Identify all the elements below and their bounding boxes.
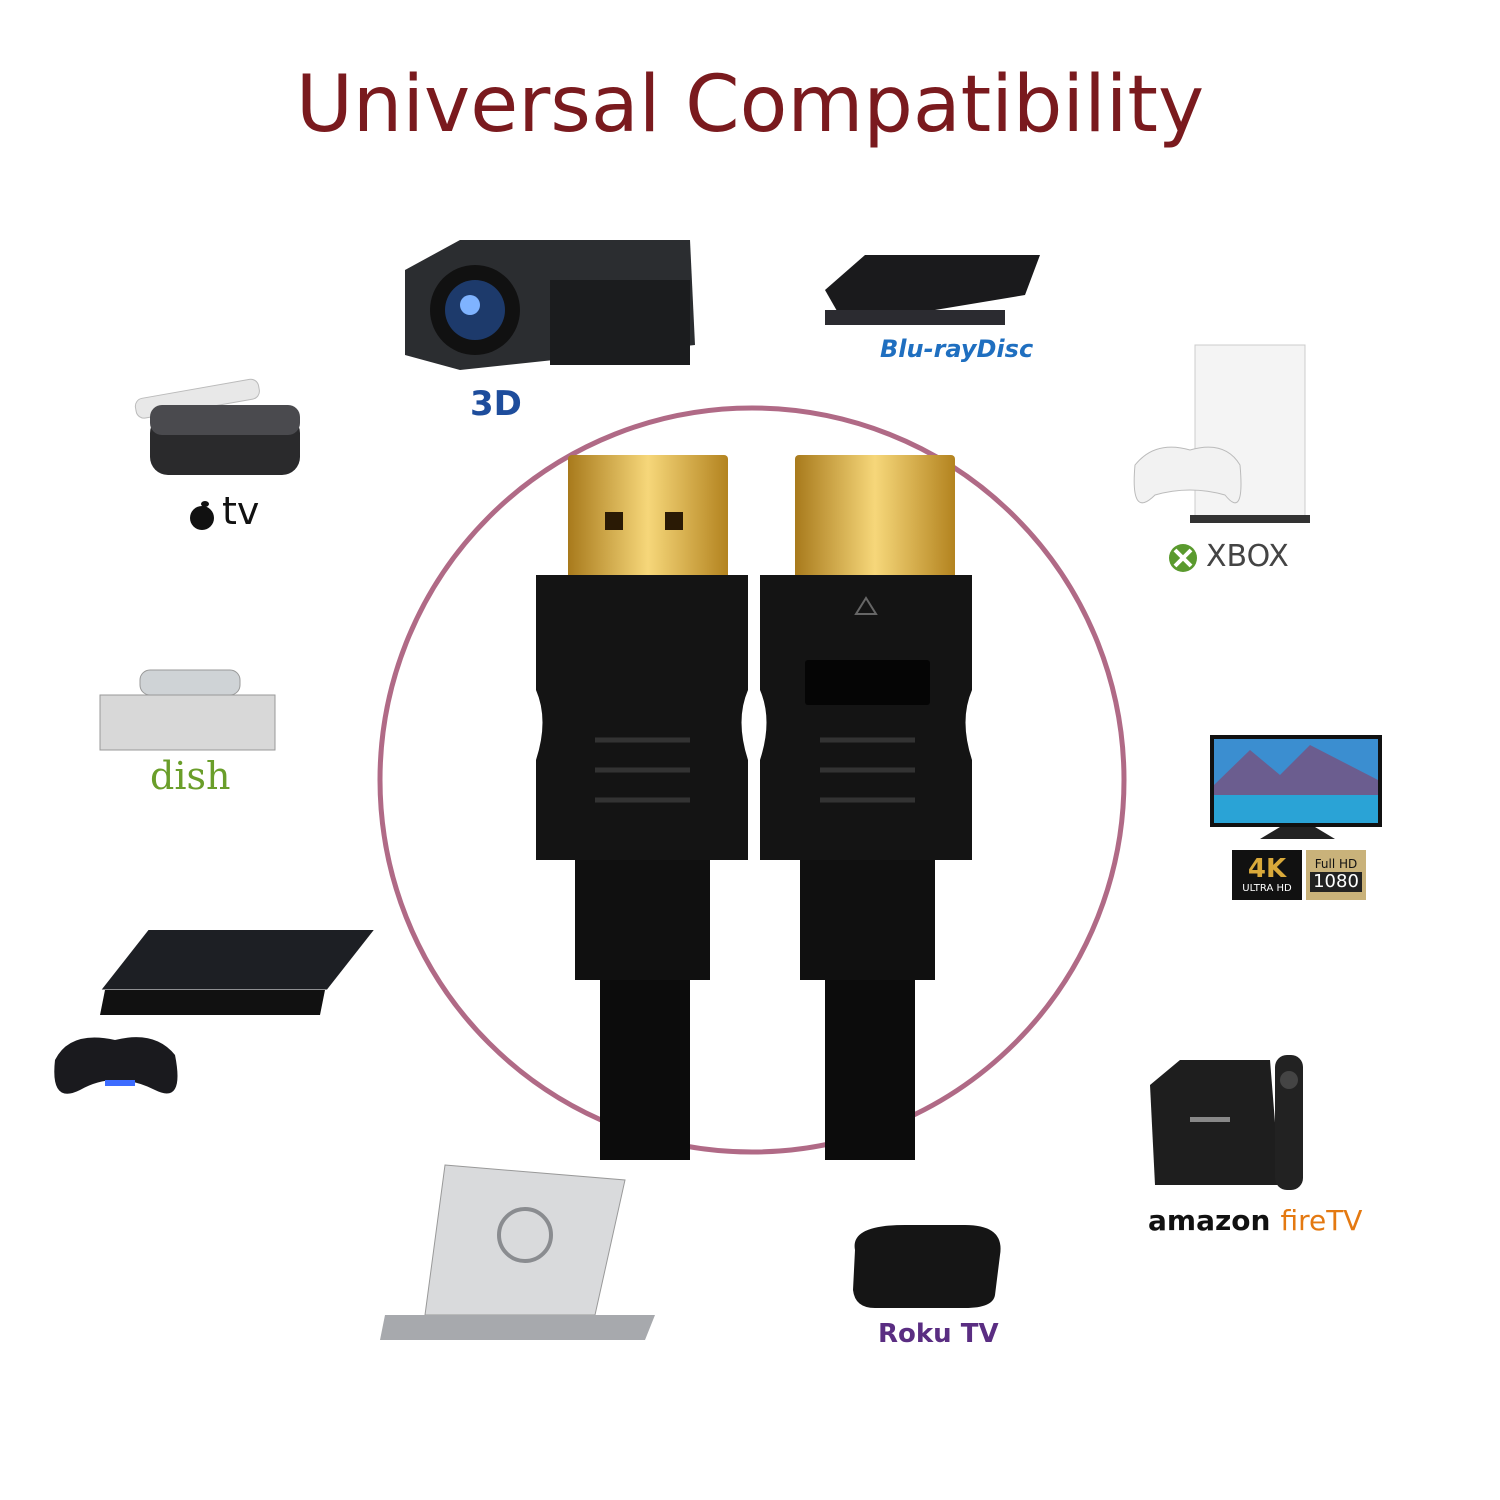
apple-tv-icon: [134, 378, 300, 475]
4k-tv-icon: [1210, 735, 1382, 839]
blu-ray-player-icon: [825, 255, 1040, 325]
xbox-logo-icon: [1169, 544, 1197, 572]
4k-text: 4K: [1247, 854, 1287, 884]
amazon-fire-tv-icon: [1150, 1055, 1303, 1190]
page-title: Universal Compatibility: [295, 60, 1205, 150]
laptop-icon: [380, 1164, 655, 1340]
full-hd-badge: Full HD 1080: [1306, 850, 1366, 900]
amazon-fire-tv-label: amazon fireTV: [1148, 1204, 1363, 1237]
1080-text: 1080: [1310, 872, 1362, 892]
amazon-text: amazon: [1148, 1204, 1271, 1237]
apple-tv-label: tv: [222, 489, 260, 533]
firetv-text: fireTV: [1280, 1204, 1363, 1237]
projector-label: 3D: [470, 384, 522, 424]
projector-icon: [405, 240, 695, 370]
ps4-icon: [54, 930, 374, 1094]
xbox-icon: [1133, 344, 1310, 523]
amazon-box-logo: [1190, 1117, 1230, 1122]
roku-label: Roku TV: [878, 1319, 999, 1349]
ultra-hd-text: ULTRA HD: [1242, 883, 1292, 894]
xbox-label: XBOX: [1206, 539, 1289, 574]
blu-ray-label: Blu-rayDisc: [880, 335, 1034, 363]
full-hd-text: Full HD: [1314, 857, 1358, 871]
dish-receiver-icon: [99, 669, 276, 751]
4k-badge: 4K ULTRA HD: [1232, 850, 1302, 900]
apple-logo-icon: [190, 501, 214, 530]
dish-label: dish: [150, 754, 231, 798]
roku-icon: [853, 1225, 1001, 1308]
